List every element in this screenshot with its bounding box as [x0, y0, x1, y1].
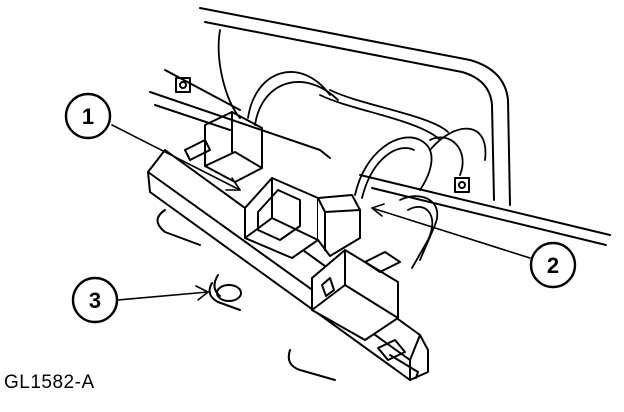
upper-connector	[204, 111, 263, 183]
callout-3: 3	[71, 276, 119, 324]
leader-3	[117, 291, 209, 301]
main-connector	[244, 177, 361, 259]
callout-number: 2	[547, 253, 559, 278]
callout-2: 2	[529, 241, 577, 289]
socket-bulb	[208, 274, 242, 311]
upper-panel	[149, 7, 611, 246]
leader-2	[371, 207, 531, 259]
callout-1: 1	[64, 92, 112, 140]
figure-id-label: GL1582-A	[4, 372, 95, 393]
callout-leaders	[111, 124, 531, 301]
lower-connector	[311, 249, 401, 341]
leader-1	[111, 124, 241, 191]
callout-number: 1	[82, 104, 94, 129]
mounting-bracket	[147, 139, 429, 381]
callout-number: 3	[89, 288, 101, 313]
wire-harness	[217, 29, 487, 269]
